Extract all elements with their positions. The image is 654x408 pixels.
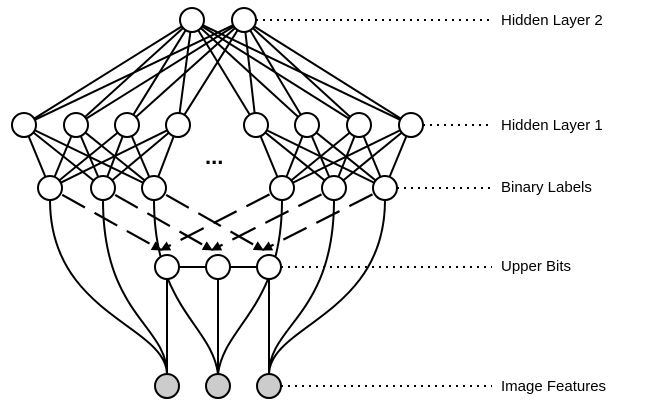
edge-h2-h1	[33, 25, 183, 120]
node-binary-label	[321, 175, 347, 201]
dashed-arrow	[262, 193, 374, 251]
node-image-feature	[205, 373, 231, 399]
edge-h1-binary	[292, 129, 401, 184]
label-hidden-layer-1: Hidden Layer 1	[501, 117, 603, 134]
label-image-features: Image Features	[501, 378, 606, 395]
curve-features-binary	[268, 199, 335, 375]
edge-h2-h1	[253, 25, 402, 120]
node-upper-bit	[205, 254, 231, 280]
curve-features-binary	[102, 199, 168, 375]
edge-h1-binary	[285, 135, 304, 178]
node-hidden-layer-2	[231, 7, 257, 33]
edge-h2-h1	[249, 29, 302, 116]
node-binary-label	[269, 175, 295, 201]
edge-h1-binary	[290, 131, 351, 182]
edges-group	[27, 24, 408, 268]
edge-h1-binary	[27, 135, 47, 178]
edge-h1-binary	[53, 135, 73, 178]
node-hidden-layer-1	[11, 112, 37, 138]
edge-h1-binary	[388, 135, 408, 178]
edge-h2-h1	[135, 27, 236, 118]
node-hidden-layer-1	[63, 112, 89, 138]
node-binary-label	[37, 175, 63, 201]
feature-curves-group	[49, 199, 386, 375]
node-upper-bit	[154, 254, 180, 280]
node-hidden-layer-1	[165, 112, 191, 138]
edge-h1-binary	[157, 135, 175, 178]
edge-h1-binary	[58, 131, 119, 182]
dashed-arrow	[211, 193, 323, 251]
ellipsis-text: ...	[205, 144, 223, 169]
node-binary-label	[90, 175, 116, 201]
node-hidden-layer-2	[179, 7, 205, 33]
node-hidden-layer-1	[346, 112, 372, 138]
dashed-edges-group	[61, 193, 374, 251]
label-upper-bits: Upper Bits	[501, 258, 571, 275]
label-leaders-group	[256, 19, 492, 387]
edge-h2-h1	[85, 25, 235, 120]
dashed-arrow	[61, 193, 162, 251]
dashed-arrow	[114, 193, 213, 251]
dashed-arrow	[160, 193, 271, 251]
node-binary-label	[372, 175, 398, 201]
edge-h2-h1	[34, 24, 234, 121]
node-image-feature	[154, 373, 180, 399]
edge-h1-binary	[342, 131, 403, 182]
node-binary-label	[141, 175, 167, 201]
edge-h1-binary	[259, 135, 279, 178]
node-hidden-layer-1	[114, 112, 140, 138]
edge-h2-h1	[183, 29, 239, 116]
label-hidden-layer-2: Hidden Layer 2	[501, 12, 603, 29]
node-hidden-layer-1	[398, 112, 424, 138]
curve-features-binary	[217, 199, 283, 375]
edge-h1-binary	[111, 131, 170, 182]
label-binary-labels: Binary Labels	[501, 179, 592, 196]
curve-features-binary	[153, 199, 219, 375]
node-hidden-layer-1	[243, 112, 269, 138]
edge-h2-h1	[244, 31, 256, 114]
node-image-feature	[256, 373, 282, 399]
node-upper-bit	[256, 254, 282, 280]
curve-features-binary	[49, 199, 168, 375]
curve-features-binary	[268, 199, 386, 375]
nodes-group	[11, 7, 424, 399]
edge-h2-h1	[252, 27, 351, 118]
node-hidden-layer-1	[294, 112, 320, 138]
edge-h1-binary	[60, 129, 168, 184]
